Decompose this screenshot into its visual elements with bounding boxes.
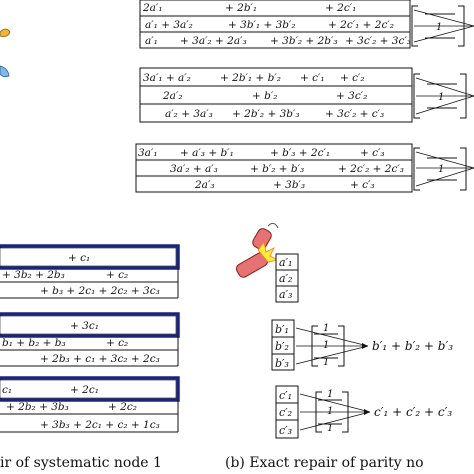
- t1-r2-a: a′₁ + 3a′₂: [145, 19, 193, 31]
- t2-r1-d: + c′₂: [340, 72, 365, 84]
- left-table-1: + c₁ + 3b₂ + 2b₃ + c₂ + b₃ + 2c₁ + 2c₂ +…: [0, 244, 180, 299]
- node-a-stack: a′₁ a′₂ a′₃: [275, 253, 299, 303]
- bracket-matrix-1: 1: [411, 5, 474, 47]
- caption-a: ir of systematic node 1: [0, 455, 162, 471]
- sum-c: c′₁ + c′₂ + c′₃: [374, 405, 452, 419]
- matrix-one-3: 1: [438, 164, 444, 175]
- node-a-2: a′₂: [279, 272, 292, 285]
- t1-r1-c: + 2c′₁: [325, 2, 356, 14]
- left-table-3: c₁ + 2c₁ + 2b₂ + 3b₃ + 2c₂ + 3b₃ + 2c₁ +…: [0, 376, 180, 433]
- matrix-one-1: 1: [436, 22, 442, 33]
- node-c-1: c′₁: [279, 389, 292, 402]
- dynamite-icon: [235, 222, 280, 278]
- b-one-3: 1: [323, 357, 329, 368]
- t3-r2-a: 3a′₂ + a′₃: [170, 163, 218, 175]
- t1-r3-b: + 3a′₂ + 2a′₃: [180, 35, 247, 47]
- t1-r3-a: a′₁: [145, 35, 158, 47]
- node-a-3: a′₃: [279, 288, 292, 301]
- t3-r3-a: 2a′₃: [194, 179, 215, 191]
- left-table-2: + 3c₁ b₁ + b₂ + b₃ + c₂ + 2b₃ + c₁ + 3c₂…: [0, 312, 180, 367]
- l2-r1: + 3c₁: [70, 320, 99, 332]
- t3-r3-c: + c′₃: [350, 179, 375, 191]
- sum-b: b′₁ + b′₂ + b′₃: [372, 339, 453, 353]
- l3-r2-a: + 2b₂ + 3b₃: [6, 401, 69, 413]
- matrix-one-2: 1: [438, 92, 444, 103]
- l1-r1: + c₁: [68, 252, 90, 264]
- l3-r1-a: c₁: [2, 384, 12, 396]
- t1-r2-b: + 3b′₁ + 3b′₂: [228, 19, 296, 31]
- node-b-3: b′₃: [275, 357, 289, 370]
- t2-r3-c: + 3c′₂ + c′₃: [325, 108, 384, 120]
- parity-table-2: 3a′₁ + a′₂ + 2b′₁ + b′₂ + c′₁ + c′₂ 2a′₂…: [139, 67, 413, 123]
- l1-r2-a: + 3b₂ + 2b₃: [2, 269, 65, 281]
- l1-r3: + b₃ + 2c₁ + 2c₂ + 3c₃: [40, 285, 160, 297]
- t2-r2-a: 2a′₂: [162, 90, 183, 102]
- b-one-2: 1: [323, 340, 329, 351]
- t3-r3-b: + 3b′₃: [273, 179, 305, 191]
- c-one-3: 1: [327, 423, 333, 434]
- t1-r2-c: + 2c′₁ + 2c′₂: [328, 19, 394, 31]
- node-b-2: b′₂: [275, 340, 289, 353]
- l2-r3: + 2b₃ + c₁ + 3c₂ + 2c₃: [40, 353, 160, 365]
- l3-r1-b: + 2c₁: [70, 384, 99, 396]
- l2-r2-b: + c₂: [106, 337, 128, 349]
- c-one-2: 1: [327, 406, 333, 417]
- c-one-1: 1: [327, 389, 333, 400]
- bracket-matrix-3: 1: [413, 147, 474, 191]
- t2-r1-c: + c′₁: [300, 72, 325, 84]
- t2-r1-b: + 2b′₁ + b′₂: [220, 72, 281, 84]
- t3-r1-b: + a′₃ + b′₁: [180, 147, 234, 159]
- t1-r1-a: 2a′₁: [142, 2, 163, 14]
- t2-r1-a: 3a′₁ + a′₂: [143, 72, 191, 84]
- t2-r3-b: + 2b′₂ + 3b′₃: [232, 108, 300, 120]
- b-one-1: 1: [323, 323, 329, 334]
- t2-r3-a: a′₂ + 3a′₃: [165, 108, 213, 120]
- clipart-fragment-icon: [0, 28, 11, 78]
- l1-r2-b: + c₂: [106, 269, 128, 281]
- t3-r2-b: + b′₂ + b′₃: [250, 163, 304, 175]
- t3-r1-c: + b′₃ + 2c′₁: [270, 147, 330, 159]
- t1-r3-c: + 3b′₂ + 2b′₃: [270, 35, 338, 47]
- parity-table-1: 2a′₁ + 2b′₁ + 2c′₁ a′₁ + 3a′₂ + 3b′₁ + 3…: [139, 0, 411, 49]
- t1-r3-d: + 3c′₂ + 3c′₃: [345, 35, 411, 47]
- node-c-3: c′₃: [279, 424, 292, 437]
- l3-r3: + 3b₃ + 2c₁ + c₂ + 1c₃: [40, 419, 160, 431]
- caption-b: (b) Exact repair of parity no: [225, 455, 424, 471]
- t1-r1-b: + 2b′₁: [225, 2, 257, 14]
- t2-r2-c: + 3c′₂: [336, 90, 367, 102]
- node-a-1: a′₁: [279, 256, 292, 269]
- l3-r2-b: + 2c₂: [108, 401, 137, 413]
- t3-r1-a: 3a′₁: [138, 147, 158, 159]
- t3-r1-d: + c′₃: [360, 147, 385, 159]
- bracket-matrix-2: 1: [413, 73, 474, 119]
- node-c-stack: c′₁ c′₂ c′₃ 1 1 1 c′₁ + c′₂ + c′₃: [275, 385, 452, 439]
- t2-r2-b: + b′₂: [252, 90, 277, 102]
- t3-r2-c: + 2c′₂ + 2c′₃: [338, 163, 404, 175]
- node-b-1: b′₁: [275, 323, 289, 336]
- l2-r2-a: b₁ + b₂ + b₃: [2, 337, 66, 349]
- node-c-2: c′₂: [279, 406, 292, 419]
- parity-table-3: 3a′₁ + a′₃ + b′₁ + b′₃ + 2c′₁ + c′₃ 3a′₂…: [135, 143, 413, 193]
- node-b-stack: b′₁ b′₂ b′₃ 1 1 1 b′₁ + b′₂ + b′₃: [271, 319, 453, 371]
